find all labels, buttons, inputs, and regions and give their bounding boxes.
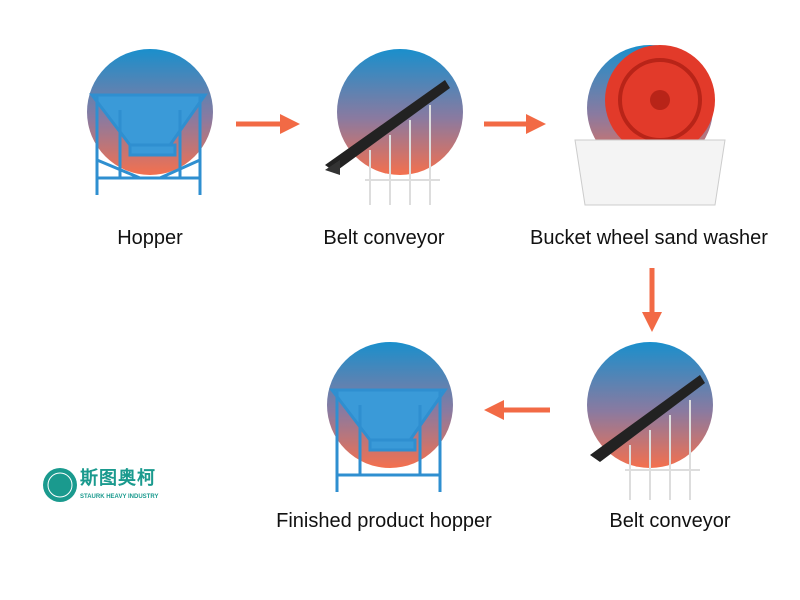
belt-conveyor-icon (590, 375, 705, 500)
step-label-sand-washer: Bucket wheel sand washer (530, 227, 768, 249)
sand-washer-icon (574, 45, 726, 206)
belt-conveyor-icon (325, 80, 450, 205)
hopper-icon (88, 93, 208, 195)
step-label-belt-conveyor-2: Belt conveyor (609, 510, 731, 532)
finished-hopper-icon (328, 388, 448, 492)
step-label-hopper: Hopper (117, 227, 183, 249)
step-label-finished-hopper: Finished product hopper (276, 510, 492, 532)
logo-chinese-text: 斯图奥柯 (80, 468, 156, 488)
logo-english-text: STAURK HEAVY INDUSTRY (80, 494, 159, 500)
logo-text-block: 斯图奥柯 STAURK HEAVY INDUSTRY (80, 466, 158, 502)
step-label-belt-conveyor-1: Belt conveyor (323, 227, 445, 249)
logo-ring (47, 472, 73, 498)
